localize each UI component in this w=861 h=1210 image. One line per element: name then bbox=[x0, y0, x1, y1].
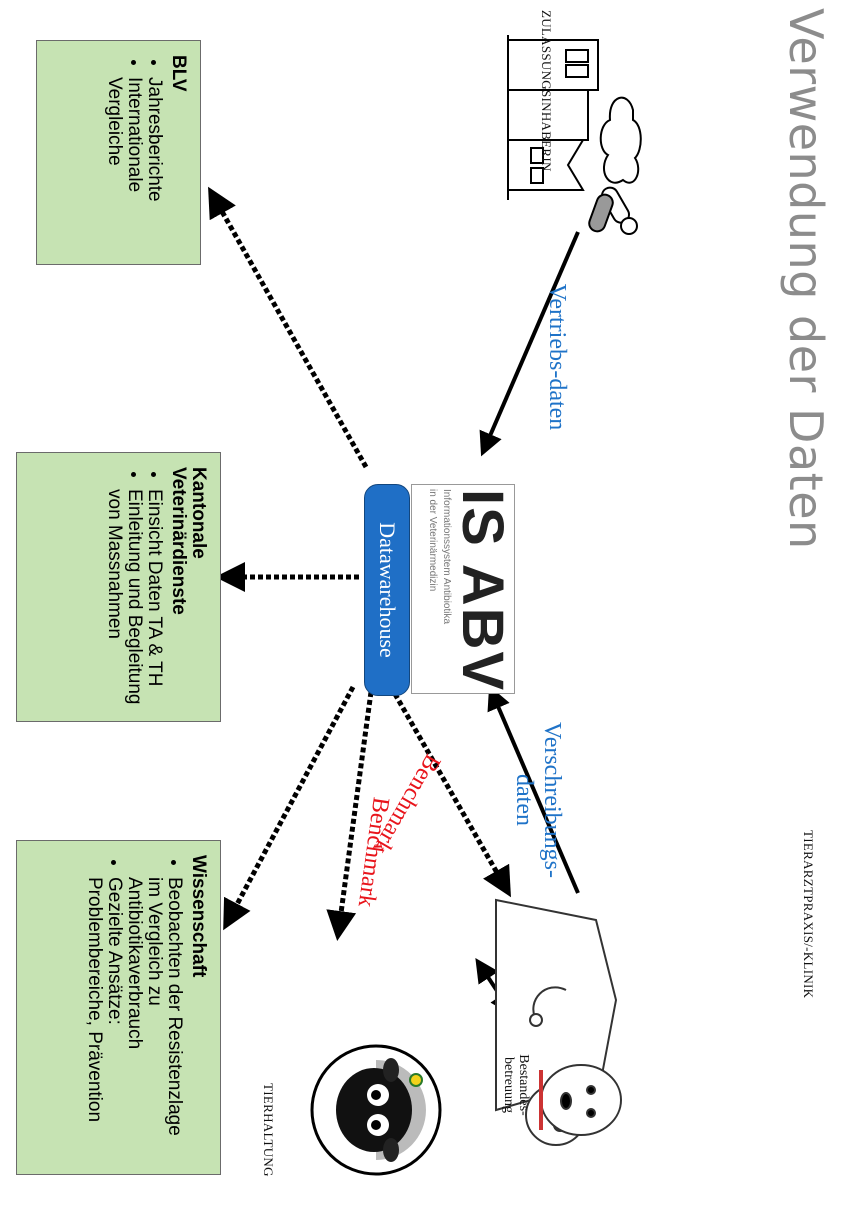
box-kantonal-list: Einsicht Daten TA & TH Einleitung und Be… bbox=[104, 467, 165, 707]
label-vertriebsdaten: Vertriebs-daten bbox=[543, 282, 571, 432]
logo-wordmark: IS ABV bbox=[450, 489, 515, 693]
logo-line-2: in der Veterinärmedizin bbox=[427, 489, 438, 592]
sheep-icon bbox=[310, 1044, 442, 1176]
arrow-benchmark-vet bbox=[388, 685, 511, 898]
box-blv-item: Jahresberichte bbox=[144, 77, 165, 250]
label-vertriebsdaten-text: Vertriebs-daten bbox=[544, 283, 570, 431]
box-kantonal-heading: Kantonale Veterinärdienste bbox=[168, 467, 209, 615]
box-kantonal-item: Einsicht Daten TA & TH bbox=[144, 489, 165, 707]
caption-bestandesbetreuung: Bestandes-betreuung bbox=[501, 1054, 531, 1116]
label-verschreibungsdaten: Verschreibungs-daten bbox=[510, 700, 566, 900]
logo-line-1: Informationssystem Antibiotika bbox=[441, 489, 452, 625]
factory-icon bbox=[507, 35, 642, 200]
arrow-benchmark-sheep bbox=[326, 691, 374, 941]
arrow-to-wissenschaft bbox=[223, 685, 356, 931]
box-wissenschaft-item: Gezielte Ansätze: Problembereiche, Präve… bbox=[84, 877, 125, 1160]
box-kantonal-item: Einleitung und Begleitung von Massnahmen bbox=[104, 489, 145, 707]
caption-tierarztpraxis: TIERARZTPRAXIS/-KLINIK bbox=[801, 830, 816, 999]
box-blv-item: Internationale Vergleiche bbox=[104, 77, 145, 250]
arrow-to-blv bbox=[208, 186, 369, 469]
box-blv-heading: BLV bbox=[168, 55, 189, 92]
box-wissenschaft-heading: Wissenschaft bbox=[188, 855, 209, 978]
box-blv-list: Jahresberichte Internationale Vergleiche bbox=[104, 55, 165, 250]
arrow-vertriebsdaten bbox=[479, 231, 580, 457]
is-abv-logo: IS ABV Informationssystem Antibiotika in… bbox=[411, 484, 515, 694]
label-verschreibungsdaten-text: Verschreibungs-daten bbox=[511, 722, 565, 878]
pills-icon bbox=[588, 186, 638, 235]
dog-icon bbox=[539, 1064, 622, 1136]
box-wissenschaft-item: Beobachten der Resistenzlage im Vergleic… bbox=[124, 877, 185, 1160]
box-kantonal: Kantonale Veterinärdienste Einsicht Date… bbox=[16, 452, 221, 722]
arrow-verschreibungsdaten bbox=[487, 685, 580, 894]
datawarehouse: Datawarehouse bbox=[364, 484, 410, 696]
caption-zulassungsinhaberin: ZULASSUNGSINHABERIN bbox=[539, 10, 554, 172]
box-blv: BLV Jahresberichte Internationale Vergle… bbox=[36, 40, 201, 265]
box-wissenschaft-list: Beobachten der Resistenzlage im Vergleic… bbox=[84, 855, 185, 1160]
caption-tierhaltung: TIERHALTUNG bbox=[261, 1083, 276, 1177]
box-wissenschaft: Wissenschaft Beobachten der Resistenzlag… bbox=[16, 840, 221, 1175]
